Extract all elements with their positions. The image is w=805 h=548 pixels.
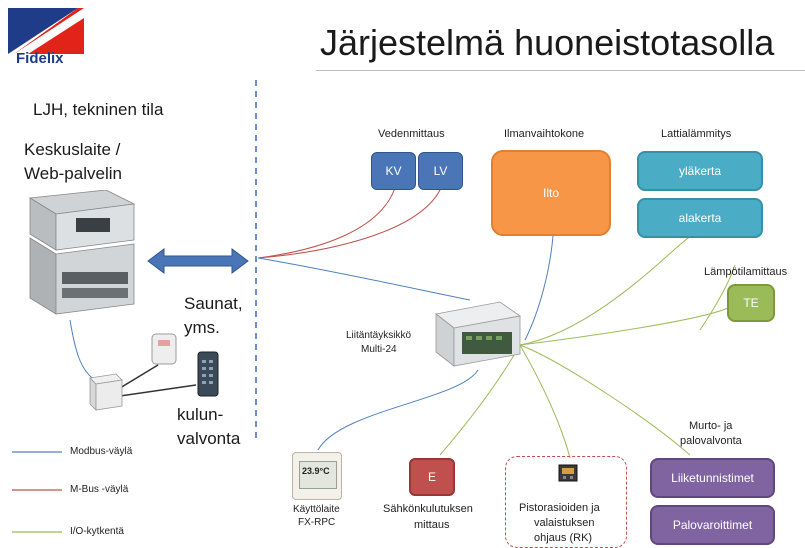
central-unit-line-1: Keskuslaite /: [24, 140, 121, 159]
upper-floor-box: yläkerta: [637, 151, 763, 191]
relay-icon: [557, 462, 579, 484]
fidelix-logo: Fidelix: [8, 8, 86, 68]
kv-meter-box: KV: [371, 152, 416, 190]
motion-sensors-box: Liiketunnistimet: [650, 458, 775, 498]
io-line-te: [519, 307, 729, 346]
panel-temperature: 23.9°C: [302, 466, 330, 476]
mbus-line-kv: [257, 187, 396, 259]
panel-label-2: FX-RPC: [298, 517, 336, 528]
temperature-label: Lämpötilamittaus: [704, 266, 788, 278]
ilto-box: Ilto: [491, 150, 611, 236]
energy-label-1: Sähkönkulutuksen: [383, 503, 473, 515]
io-box-device: [88, 372, 124, 412]
modbus-line-left: [69, 319, 96, 381]
panel-label-1: Käyttölaite: [293, 504, 340, 515]
logo-text: Fidelix: [16, 50, 64, 67]
legend-modbus: Modbus-väylä: [70, 446, 133, 457]
modbus-line-ilto: [524, 235, 554, 341]
access-line-2: valvonta: [177, 429, 241, 448]
io-line-sockets: [519, 344, 571, 459]
page-title: Järjestelmä huoneistotasolla: [320, 22, 775, 63]
bidirectional-arrow: [147, 248, 249, 274]
title-rule: [316, 70, 805, 71]
smoke-detectors-box: Palovaroittimet: [650, 505, 775, 545]
io-line-alarm: [519, 344, 691, 456]
lower-floor-box: alakerta: [637, 198, 763, 238]
sauna-line-1: Saunat,: [184, 294, 243, 313]
card-reader-device: [196, 350, 220, 398]
energy-label-2: mittaus: [414, 519, 450, 531]
legend-io: I/O-kytkentä: [70, 526, 124, 537]
area-label: LJH, tekninen tila: [33, 100, 164, 119]
wire-reader: [119, 384, 197, 397]
junction-unit-device: [430, 298, 522, 370]
modbus-line-junction: [257, 257, 471, 301]
control-panel-device: 23.9°C: [292, 452, 342, 500]
central-unit-line-2: Web-palvelin: [24, 164, 122, 183]
floor-heating-label: Lattialämmitys: [661, 128, 732, 140]
sockets-label-3: ohjaus (RK): [534, 532, 593, 544]
io-line-te-drop: [699, 264, 736, 331]
junction-label-1: Liitäntäyksikkö: [346, 330, 412, 341]
io-line-energy: [439, 344, 521, 456]
water-label: Vedenmittaus: [378, 128, 445, 140]
energy-meter-box: E: [409, 458, 455, 496]
lv-meter-box: LV: [418, 152, 463, 190]
sockets-label-2: valaistuksen: [534, 517, 595, 529]
legend-mbus: M-Bus -väylä: [70, 484, 129, 495]
junction-label-2: Multi-24: [361, 344, 397, 355]
panel-display: 23.9°C: [299, 461, 337, 489]
te-sensor-box: TE: [727, 284, 775, 322]
modbus-line-panel: [317, 369, 479, 451]
access-line-1: kulun-: [177, 405, 224, 424]
sensor-device: [150, 332, 178, 366]
central-unit-device: [26, 190, 136, 320]
alarm-label-2: palovalvonta: [680, 435, 742, 447]
wire-sensor: [119, 364, 159, 389]
mbus-line-lv: [257, 187, 442, 259]
sauna-line-2: yms.: [184, 318, 220, 337]
ventilation-label: Ilmanvaihtokone: [504, 128, 585, 140]
io-line-floor: [519, 236, 691, 346]
alarm-label-1: Murto- ja: [689, 420, 733, 432]
sockets-label-1: Pistorasioiden ja: [519, 502, 600, 514]
